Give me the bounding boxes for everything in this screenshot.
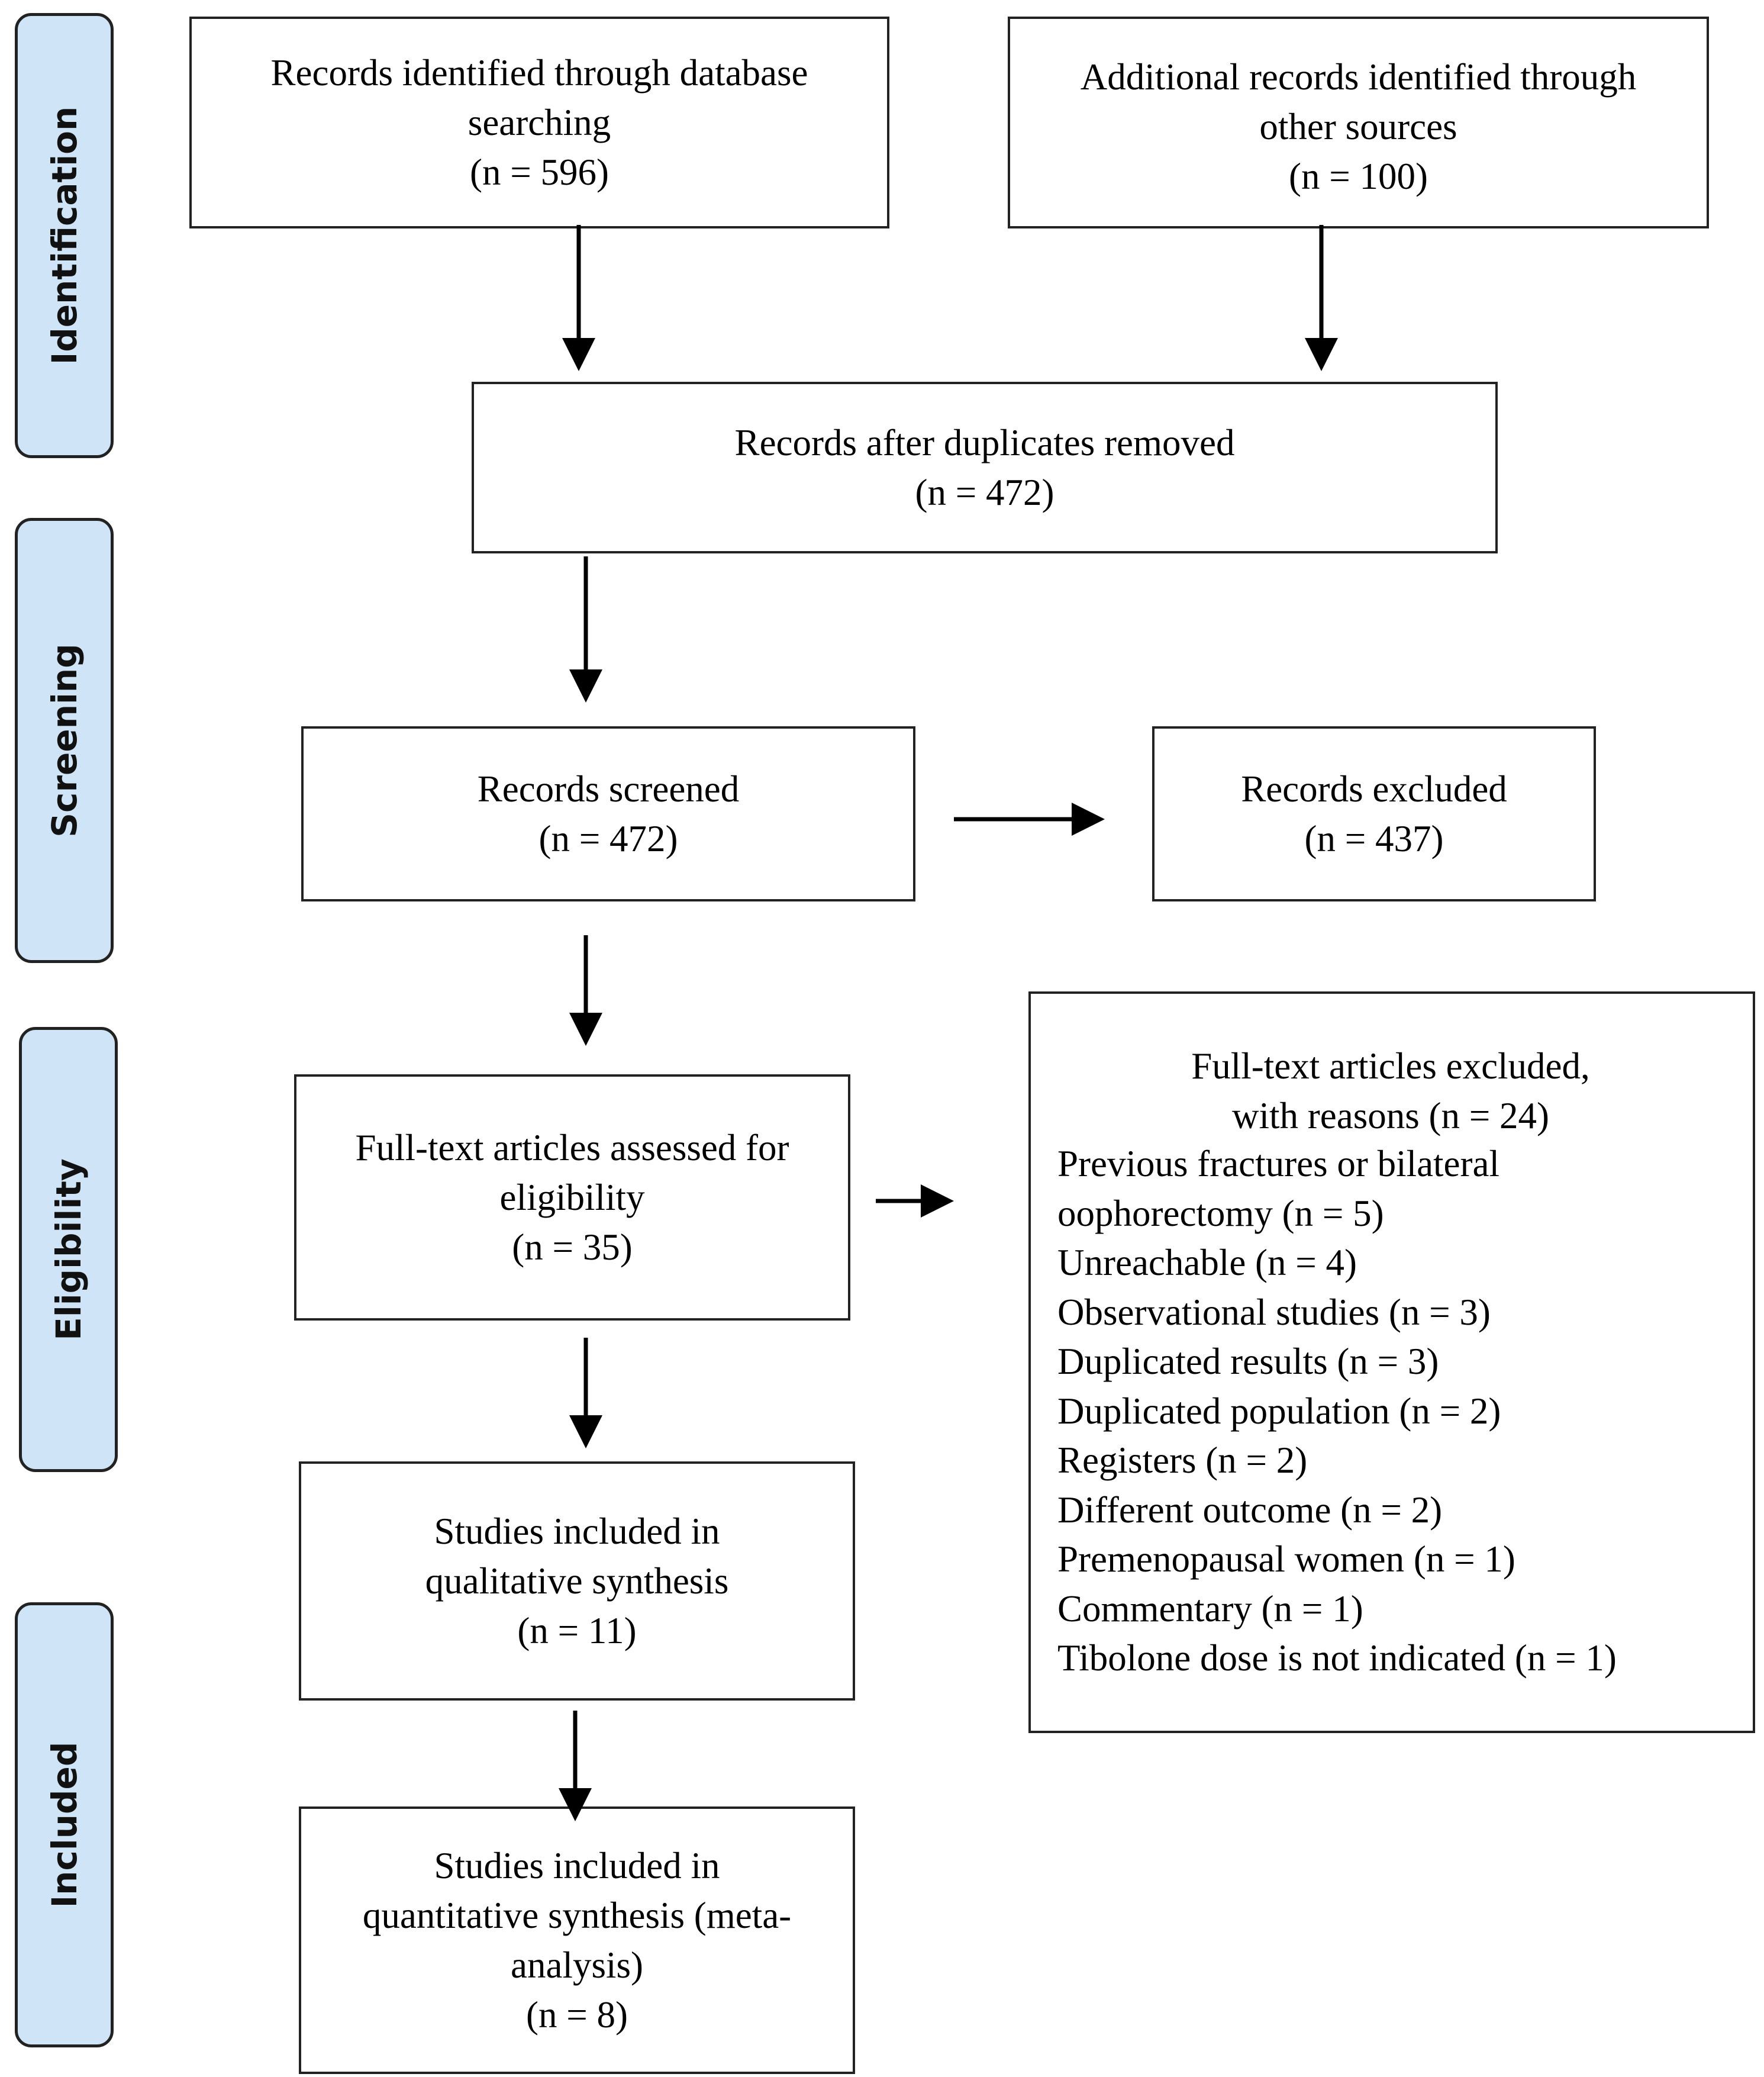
fulltext-excluded-heading: Full-text articles excluded, with reason… bbox=[1030, 1042, 1752, 1141]
database-records-line1: Records identified through database bbox=[270, 52, 808, 94]
exclusion-reason: Previous fractures or bilateral bbox=[1057, 1143, 1499, 1184]
database-records-box: Records identified through database sear… bbox=[189, 17, 889, 228]
quantitative-synthesis-count: (n = 8) bbox=[526, 1994, 628, 2036]
qualitative-synthesis-box: Studies included in qualitative synthesi… bbox=[299, 1461, 855, 1701]
other-sources-line2: other sources bbox=[1259, 106, 1457, 147]
exclusion-reason: Premenopausal women (n = 1) bbox=[1057, 1538, 1515, 1580]
exclusion-reason: Commentary (n = 1) bbox=[1057, 1587, 1363, 1630]
stage-tab-screening: Screening bbox=[15, 518, 114, 963]
fulltext-excluded-title-line1: Full-text articles excluded, bbox=[1191, 1045, 1590, 1087]
quantitative-synthesis-line1: Studies included in bbox=[434, 1845, 720, 1886]
exclusion-reasons-list: Previous fractures or bilateral oophorec… bbox=[1057, 1139, 1617, 1683]
exclusion-reason: Registers (n = 2) bbox=[1057, 1440, 1308, 1481]
exclusion-reason: oophorectomy (n = 5) bbox=[1057, 1192, 1384, 1234]
fulltext-excluded-title-line2: with reasons (n = 24) bbox=[1232, 1094, 1549, 1136]
qualitative-synthesis-count: (n = 11) bbox=[517, 1610, 637, 1651]
fulltext-assessed-count: (n = 35) bbox=[512, 1226, 633, 1268]
exclusion-reason: Observational studies (n = 3) bbox=[1057, 1291, 1491, 1333]
other-sources-line1: Additional records identified through bbox=[1080, 56, 1637, 98]
duplicates-removed-count: (n = 472) bbox=[915, 472, 1054, 513]
fulltext-excluded-box bbox=[1028, 991, 1755, 1733]
fulltext-assessed-line2: eligibility bbox=[499, 1177, 645, 1218]
fulltext-assessed-box: Full-text articles assessed for eligibil… bbox=[294, 1074, 850, 1321]
quantitative-synthesis-line3: analysis) bbox=[511, 1944, 643, 1986]
stage-tab-included: Included bbox=[15, 1602, 114, 2047]
exclusion-reason: Duplicated results (n = 3) bbox=[1057, 1341, 1439, 1382]
exclusion-reason: Tibolone dose is not indicated (n = 1) bbox=[1057, 1637, 1617, 1679]
quantitative-synthesis-box: Studies included in quantitative synthes… bbox=[299, 1806, 855, 2074]
records-screened-box: Records screened (n = 472) bbox=[301, 726, 915, 901]
other-sources-box: Additional records identified through ot… bbox=[1008, 17, 1709, 228]
records-screened-line1: Records screened bbox=[477, 768, 740, 810]
other-sources-count: (n = 100) bbox=[1289, 156, 1428, 197]
records-excluded-box: Records excluded (n = 437) bbox=[1152, 726, 1596, 901]
quantitative-synthesis-line2: quantitative synthesis (meta- bbox=[362, 1895, 792, 1936]
database-records-line2: searching bbox=[467, 102, 611, 143]
fulltext-assessed-line1: Full-text articles assessed for bbox=[355, 1127, 789, 1168]
stage-tab-identification: Identification bbox=[15, 13, 114, 458]
qualitative-synthesis-line2: qualitative synthesis bbox=[425, 1560, 729, 1602]
records-excluded-count: (n = 437) bbox=[1304, 818, 1444, 859]
exclusion-reason: Duplicated population (n = 2) bbox=[1057, 1390, 1501, 1432]
duplicates-removed-line1: Records after duplicates removed bbox=[734, 422, 1235, 463]
duplicates-removed-box: Records after duplicates removed (n = 47… bbox=[472, 382, 1498, 553]
exclusion-reason: Unreachable (n = 4) bbox=[1057, 1242, 1357, 1283]
exclusion-reason: Different outcome (n = 2) bbox=[1057, 1489, 1443, 1531]
records-screened-count: (n = 472) bbox=[538, 818, 678, 859]
qualitative-synthesis-line1: Studies included in bbox=[434, 1511, 720, 1552]
records-excluded-line1: Records excluded bbox=[1241, 768, 1507, 810]
database-records-count: (n = 596) bbox=[470, 152, 609, 193]
stage-tab-eligibility: Eligibility bbox=[19, 1027, 118, 1472]
